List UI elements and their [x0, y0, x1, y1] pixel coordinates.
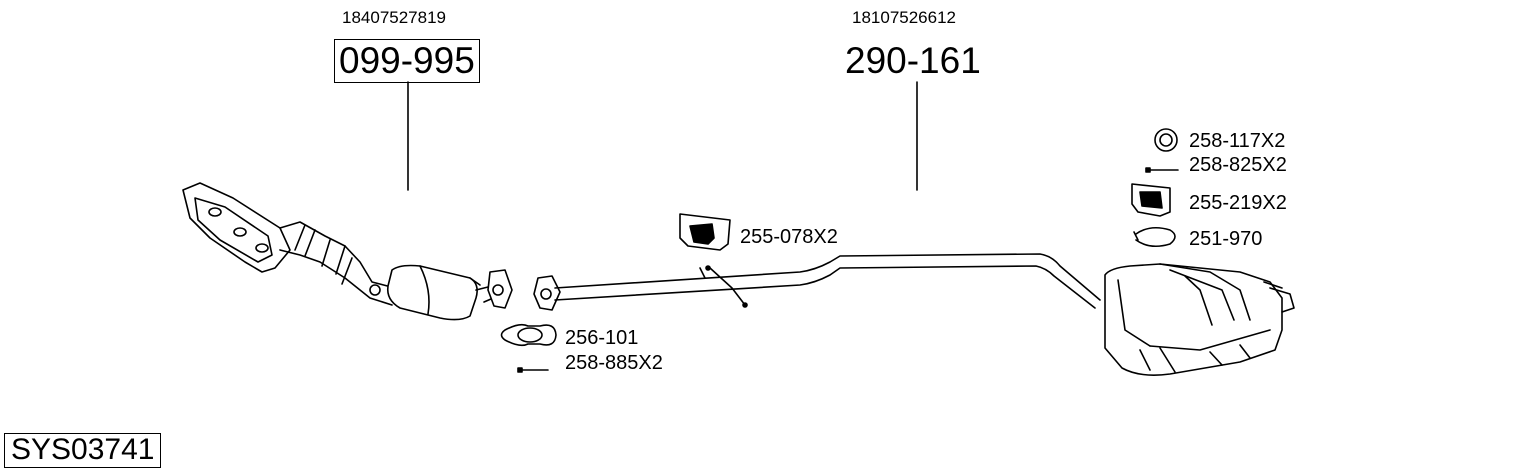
part-number-290-161[interactable]: 290-161	[845, 40, 981, 81]
part-label-251-970[interactable]: 251-970	[1189, 228, 1263, 250]
part-label-258-117[interactable]: 258-117X2	[1189, 130, 1286, 152]
front-pipe-flange	[533, 275, 561, 311]
hanger-255-078-icon	[679, 213, 731, 251]
hanger-255-219-icon	[1131, 183, 1171, 217]
clamp-251-970-icon	[1133, 226, 1176, 248]
oem-number-1: 18407527819	[342, 8, 447, 27]
part-number-099-995[interactable]: 099-995	[334, 39, 480, 83]
catalytic-converter	[386, 264, 513, 321]
oem-number-2: 18107526612	[852, 8, 957, 27]
bolt-258-885-icon	[517, 367, 549, 373]
ring-258-117-icon	[1154, 128, 1178, 152]
part-label-258-885[interactable]: 258-885X2	[565, 352, 663, 374]
exhaust-manifold	[182, 182, 396, 306]
part-label-255-219[interactable]: 255-219X2	[1189, 192, 1287, 214]
rear-muffler	[1104, 263, 1295, 376]
gasket-256-101-icon	[500, 323, 557, 347]
part-label-258-825[interactable]: 258-825X2	[1189, 154, 1287, 176]
part-label-255-078[interactable]: 255-078X2	[740, 226, 838, 248]
part-label-256-101[interactable]: 256-101	[565, 327, 639, 349]
system-code: SYS03741	[4, 433, 162, 468]
bolt-258-825-icon	[1145, 167, 1179, 173]
center-pipe	[554, 253, 1101, 309]
